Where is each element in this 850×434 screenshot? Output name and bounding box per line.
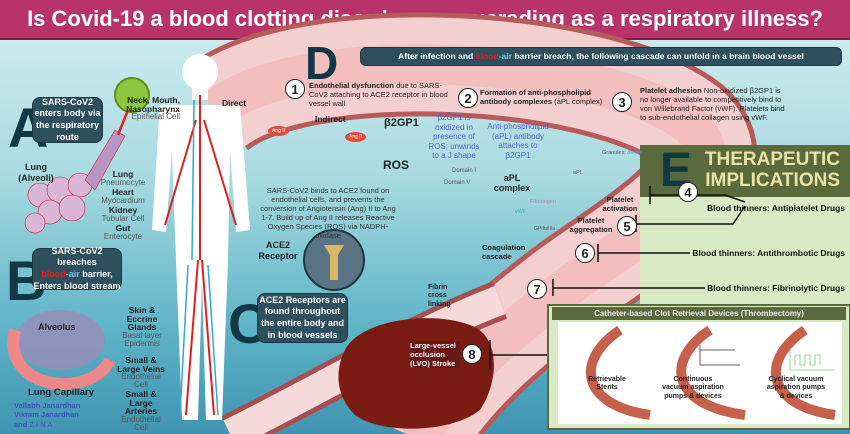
direct-label: Direct <box>222 98 247 108</box>
apl-note: Anti-phospholipid (aPL) antibody attache… <box>487 122 549 160</box>
step-6-label: Coagulation cascade <box>482 243 526 261</box>
panel-b-box: SARS-CoV2 breaches blood-air barrier, En… <box>32 245 122 291</box>
therapy-title-1: THERAPEUTIC <box>704 149 840 170</box>
step-8-badge: 8 <box>462 344 482 364</box>
step-3-badge: 3 <box>612 92 632 112</box>
gp-label: GPIIb/IIIa <box>534 226 556 232</box>
lung-alveoli-label: Lung (Alveoli) <box>18 162 54 183</box>
ang-ii-molecule: Ang II <box>268 126 290 136</box>
granules-label: Granules: dense <box>602 150 643 156</box>
author-and: and <box>14 419 28 429</box>
step-1-text: Endothelial dysfunction due to SARS-CoV2… <box>309 81 448 108</box>
step-6-badge: 6 <box>575 243 595 263</box>
step-7-label: Fibrin cross linking <box>428 284 451 308</box>
b-text-air: -air <box>65 269 80 279</box>
author: Vikram Janardhan <box>14 410 79 420</box>
vwf-label: vWF <box>515 209 527 215</box>
panel-d-header: After infection and blood-air barrier br… <box>360 47 842 66</box>
device-retrievable-stents: Retrievable Stents <box>588 376 626 392</box>
therapy-title-2: IMPLICATIONS <box>705 169 840 191</box>
therapy-title: THERAPEUTIC IMPLICATIONS <box>700 149 840 192</box>
alveolus-label: Alveolus <box>38 322 76 332</box>
step-3-text: Platelet adhesion Non-oxidized β2GP1 is … <box>640 86 785 122</box>
thrombectomy-title: Catheter-based Clot Retrieval Devices (T… <box>594 309 804 318</box>
fibrinogen-label: Fibrinogen <box>530 199 556 205</box>
zina-logo: ZINA <box>29 419 55 429</box>
step-5-badge: 5 <box>617 216 637 236</box>
d-header-blood: blood <box>475 50 499 61</box>
step-2-badge: 2 <box>458 88 478 108</box>
step-7-badge: 7 <box>527 279 547 299</box>
domain-v-label: Domain V <box>444 180 471 186</box>
ros-label: ROS <box>383 158 410 172</box>
step-5-label: Platelet aggregation <box>569 216 613 234</box>
step-4-badge: 4 <box>678 182 698 202</box>
therapy-antiplatelet: Blood thinners: Antiplatelet Drugs <box>706 203 845 213</box>
indirect-label: Indirect <box>315 114 346 124</box>
step-1-badge: 1 <box>285 79 305 99</box>
d-header-air: -air <box>498 50 512 61</box>
panel-a-box: SARS-CoV2 enters body via the respirator… <box>32 97 103 143</box>
b-text-2: barrier, <box>79 269 113 279</box>
apl-small-label: aPL <box>573 170 583 176</box>
step-2-text: Formation of anti-phospholipid antibody … <box>480 88 603 106</box>
apl-complex-label: aPL complex <box>493 173 531 193</box>
ace2-receptor-label: ACE2 Receptor <box>258 240 298 261</box>
panel-c-box: ACE2 Receptors are found throughout the … <box>257 293 348 343</box>
authors: Vallabh Janardhan Vikram Janardhan and Z… <box>14 401 80 429</box>
clot <box>338 318 494 429</box>
alveolus <box>15 310 105 370</box>
lung-alveoli <box>24 129 126 234</box>
d-header-1: After infection and <box>398 50 476 61</box>
ace2-binding-text: SARS-CoV2 binds to ACE2 found on endothe… <box>260 186 396 240</box>
b-text-1: SARS-CoV2 breaches <box>51 245 103 268</box>
virus-icon <box>114 77 150 113</box>
domain-i-label: Domain I <box>452 168 477 174</box>
b2gp1-note: β2GP1 is oxidized in presence of ROS; un… <box>428 113 480 161</box>
b2gp1-label: β2GP1 <box>384 117 419 129</box>
device-cyclical-aspiration: Cyclical vacuum aspiration pumps & devic… <box>766 376 826 400</box>
author: Vallabh Janardhan <box>14 401 81 410</box>
ang-ii-molecule: Ang II <box>345 132 367 142</box>
lung-capillary-label: Lung Capillary <box>28 387 94 398</box>
b-text-3: Enters blood stream <box>33 280 121 291</box>
d-header-2: barrier breach, the following cascade ca… <box>511 50 804 61</box>
therapy-fibrinolytic: Blood thinners: Fibrinolytic Drugs <box>707 283 845 293</box>
panel-letter-d: D <box>305 37 339 89</box>
step-8-label: Large-vessel occlusion (LVO) Stroke <box>410 341 460 368</box>
therapy-antithrombotic: Blood thinners: Antithrombotic Drugs <box>692 248 845 258</box>
device-continuous-aspiration: Continuous vacuum aspiration pumps & dev… <box>662 376 724 400</box>
step-4-label: Platelet activation <box>602 195 638 213</box>
b-text-blood: blood <box>41 269 66 279</box>
